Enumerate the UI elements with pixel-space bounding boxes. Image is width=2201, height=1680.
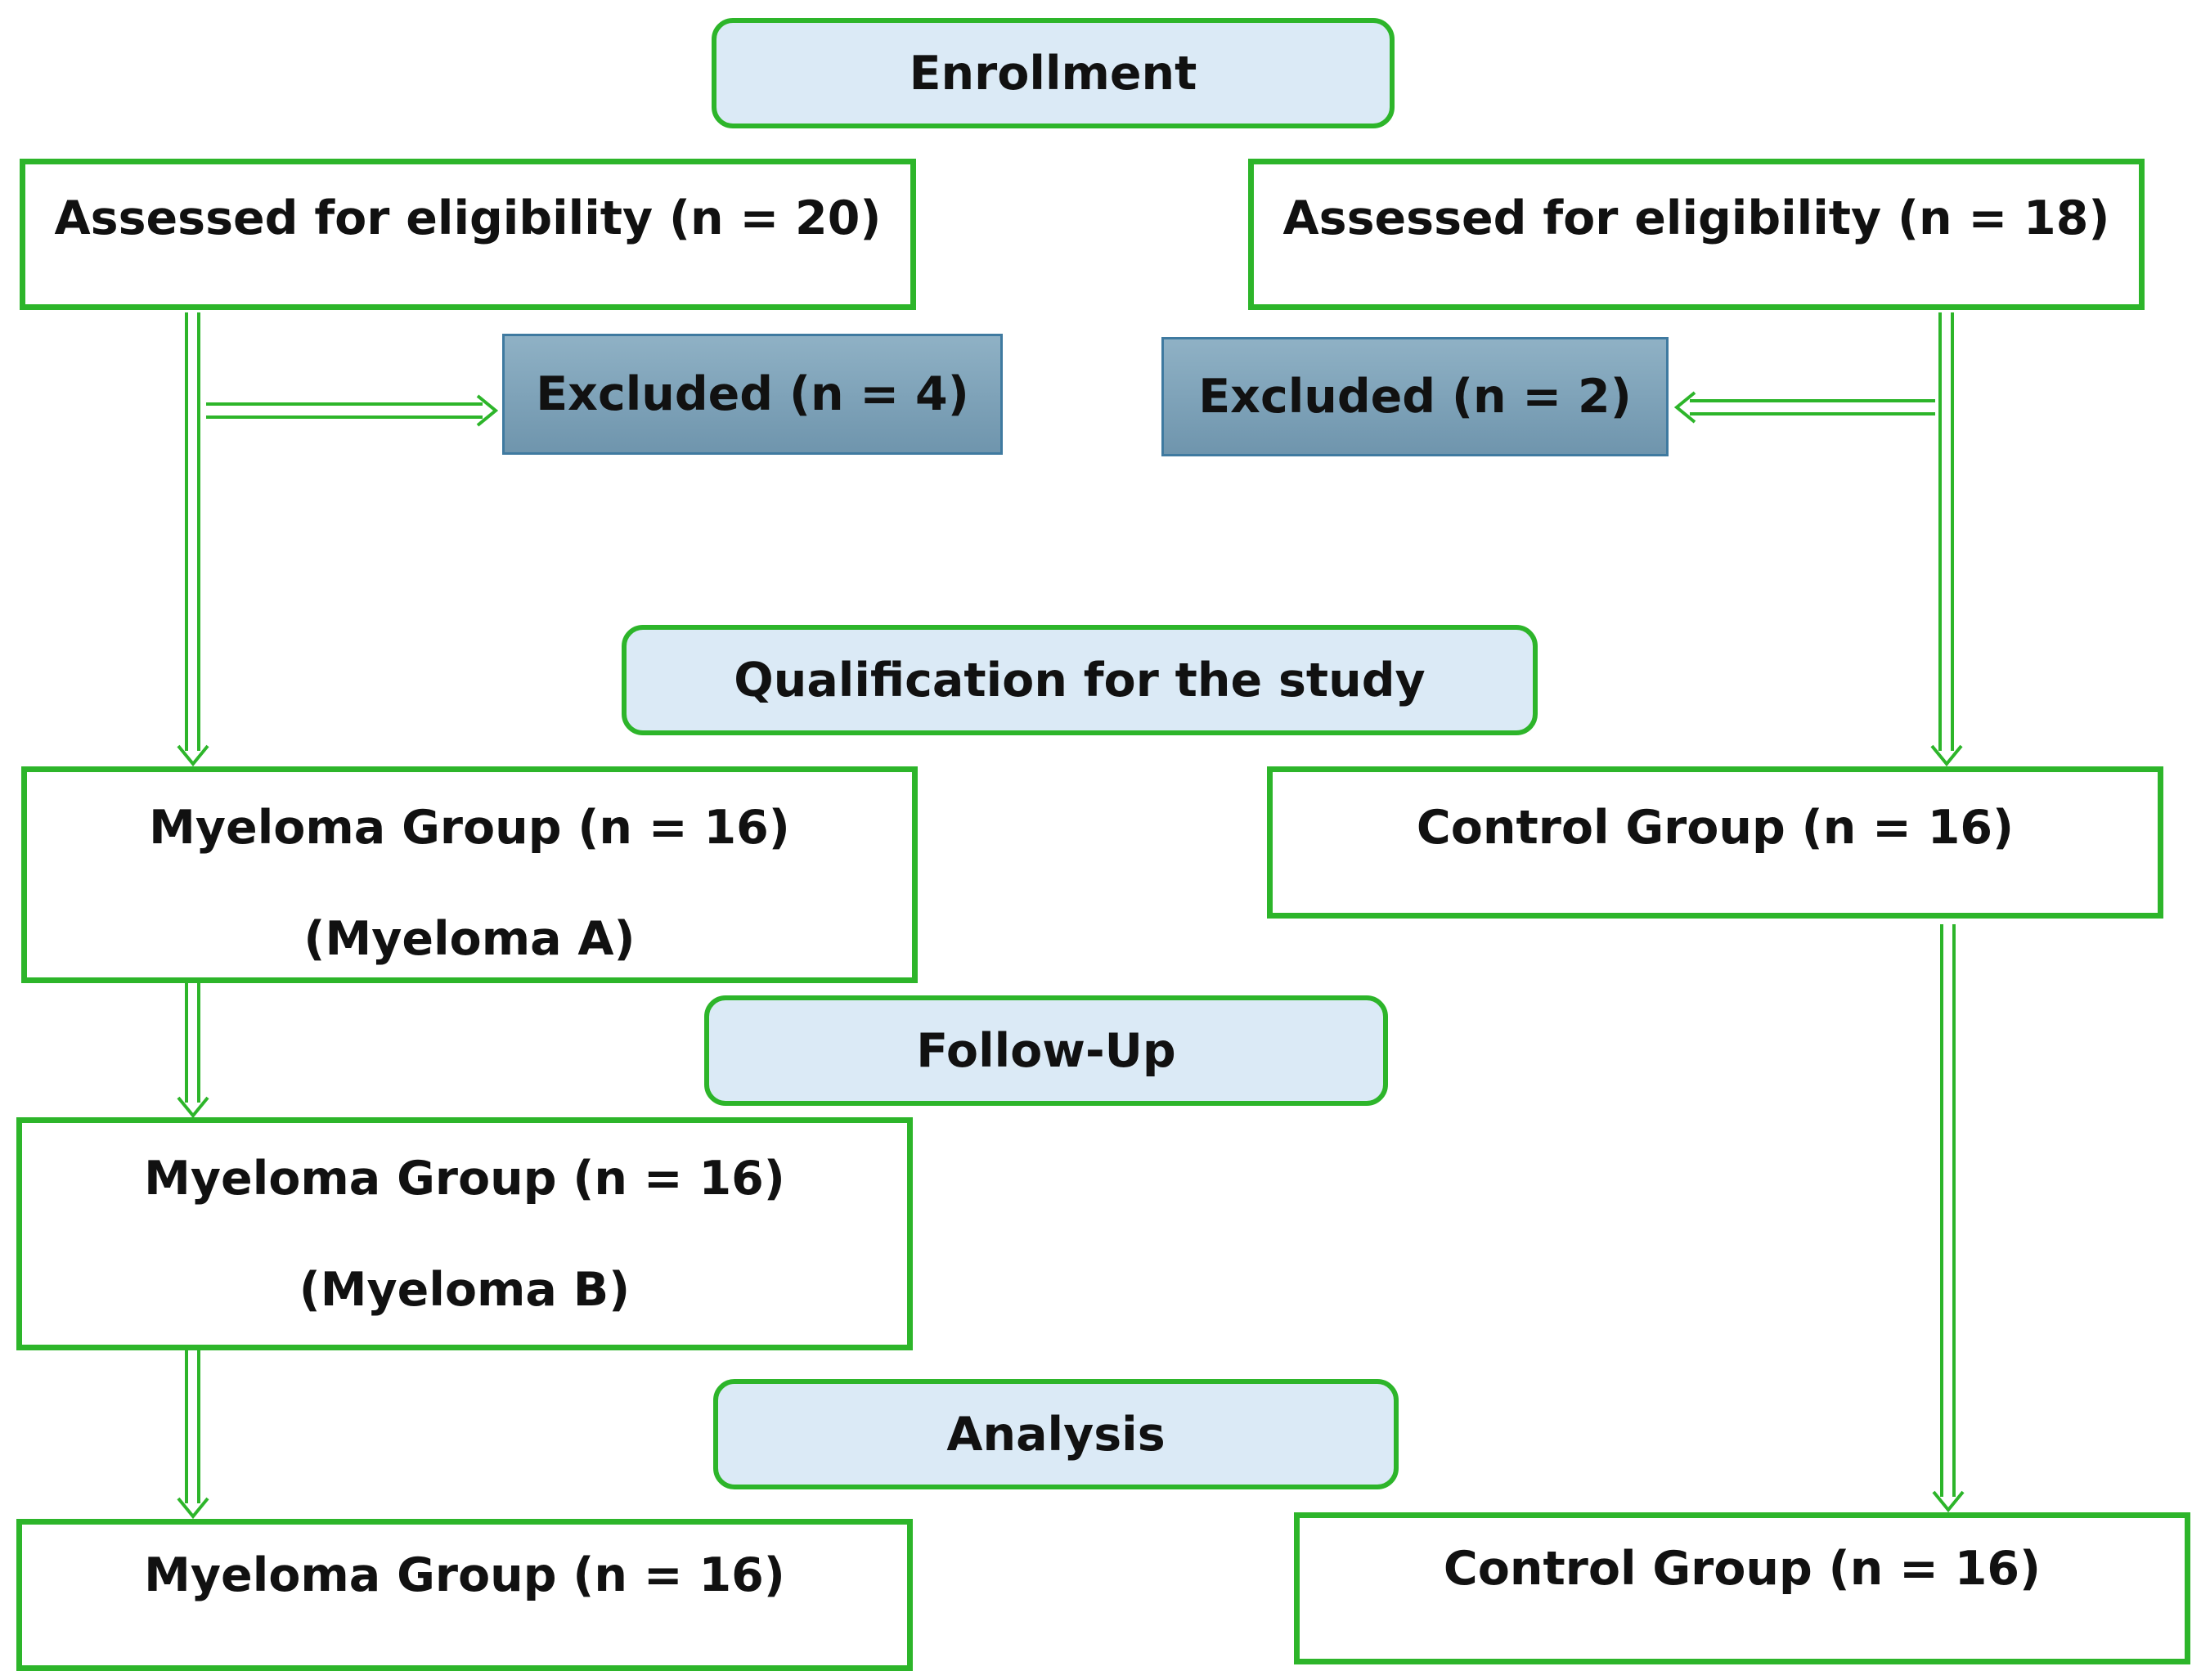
left-excluded-box: Excluded (n = 4) <box>502 334 1003 455</box>
stage-qualification: Qualification for the study <box>622 625 1538 735</box>
stage-followup-label: Follow-Up <box>916 1023 1176 1078</box>
arrow-right-assessed-to-control <box>1930 312 1963 767</box>
left-assessed-label: Assessed for eligibility (n = 20) <box>54 191 882 245</box>
left-assessed-box: Assessed for eligibility (n = 20) <box>20 159 916 310</box>
stage-enrollment: Enrollment <box>712 18 1395 128</box>
stage-analysis: Analysis <box>713 1379 1399 1489</box>
control-final-label: Control Group (n = 16) <box>1443 1542 2042 1596</box>
left-excluded-label: Excluded (n = 4) <box>536 367 969 421</box>
myeloma-final-label: Myeloma Group (n = 16) <box>144 1548 785 1602</box>
right-excluded-label: Excluded (n = 2) <box>1198 370 1632 424</box>
arrow-control-to-final <box>1932 924 1965 1513</box>
right-assessed-box: Assessed for eligibility (n = 18) <box>1248 159 2145 310</box>
arrow-right-to-excluded <box>1673 391 1935 424</box>
stage-analysis-label: Analysis <box>946 1407 1166 1462</box>
right-excluded-box: Excluded (n = 2) <box>1161 337 1669 456</box>
arrow-left-assessed-to-myeloma-a <box>177 312 209 767</box>
control-box: Control Group (n = 16) <box>1267 766 2163 919</box>
myeloma-b-title: Myeloma Group (n = 16) <box>144 1152 785 1206</box>
stage-qualification-label: Qualification for the study <box>734 653 1426 707</box>
myeloma-a-title: Myeloma Group (n = 16) <box>149 801 790 855</box>
right-assessed-label: Assessed for eligibility (n = 18) <box>1282 191 2110 245</box>
myeloma-b-subtitle: (Myeloma B) <box>299 1263 631 1317</box>
myeloma-a-subtitle: (Myeloma A) <box>303 912 636 966</box>
myeloma-b-box: Myeloma Group (n = 16) (Myeloma B) <box>16 1117 913 1350</box>
myeloma-a-box: Myeloma Group (n = 16) (Myeloma A) <box>21 766 918 983</box>
myeloma-final-box: Myeloma Group (n = 16) <box>16 1519 913 1671</box>
stage-enrollment-label: Enrollment <box>909 46 1197 101</box>
control-label: Control Group (n = 16) <box>1416 801 2015 855</box>
control-final-box: Control Group (n = 16) <box>1294 1512 2190 1664</box>
arrow-left-to-excluded <box>206 394 499 427</box>
stage-followup: Follow-Up <box>704 995 1388 1106</box>
